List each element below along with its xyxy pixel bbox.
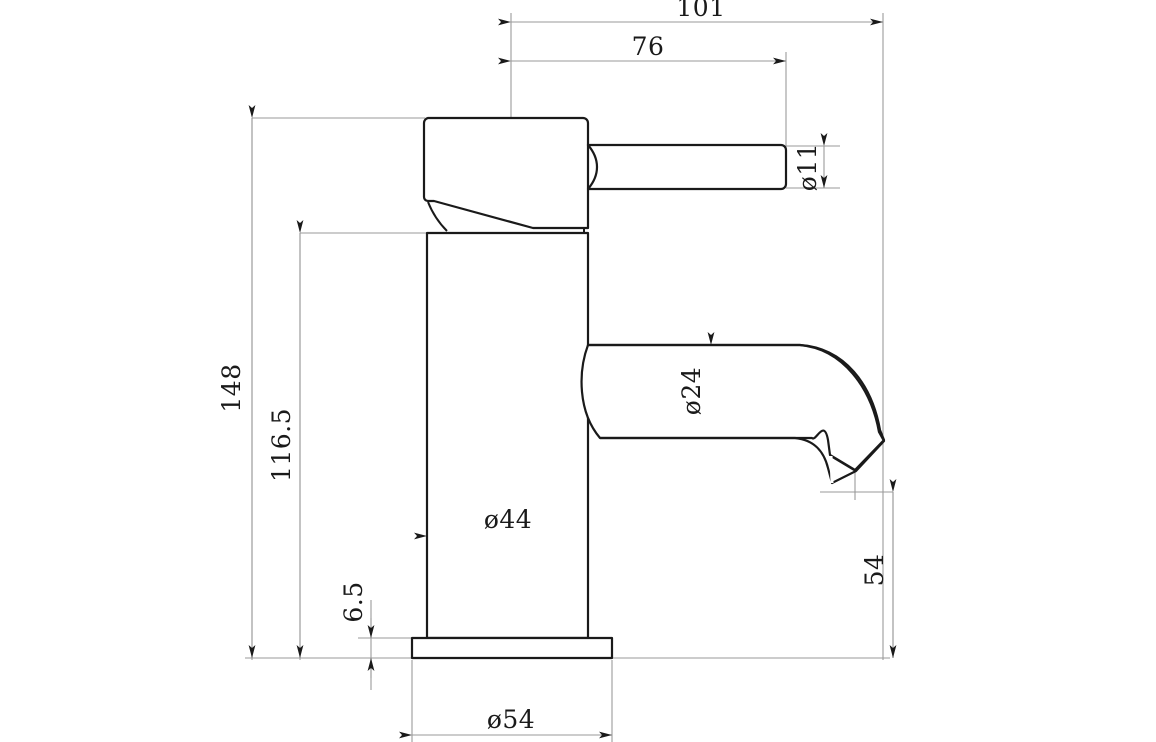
- dim-text-54: 54: [860, 554, 889, 587]
- dim-text-148: 148: [217, 363, 246, 412]
- dimension-text-group: 101 76 ø11 148 116.5 ø24 ø44 54 6.5 ø54: [217, 0, 889, 734]
- handle-pivot-arc: [427, 201, 448, 232]
- dim-text-101: 101: [676, 0, 725, 22]
- spout-outer-curve: [588, 343, 886, 473]
- dim-text-d11: ø11: [793, 143, 822, 191]
- spout-outlet-cleanup: [829, 455, 834, 484]
- dim-text-76: 76: [632, 32, 665, 61]
- body-outline: [425, 231, 590, 640]
- tap-outline-group: [410, 116, 886, 660]
- spout-outline: [580, 343, 886, 472]
- base-flange-outline: [410, 636, 614, 660]
- dim-text-65: 6.5: [339, 581, 368, 622]
- handle-housing-outline: [422, 116, 590, 230]
- spout-detail-group: [588, 343, 886, 485]
- dim-text-d54: ø54: [487, 705, 535, 734]
- spout-inner-curve: [600, 436, 857, 485]
- handle-lever-outline: [586, 143, 788, 191]
- dim-text-1165: 116.5: [267, 408, 296, 482]
- dim-text-d44: ø44: [484, 505, 532, 534]
- dim-text-d24: ø24: [677, 367, 706, 415]
